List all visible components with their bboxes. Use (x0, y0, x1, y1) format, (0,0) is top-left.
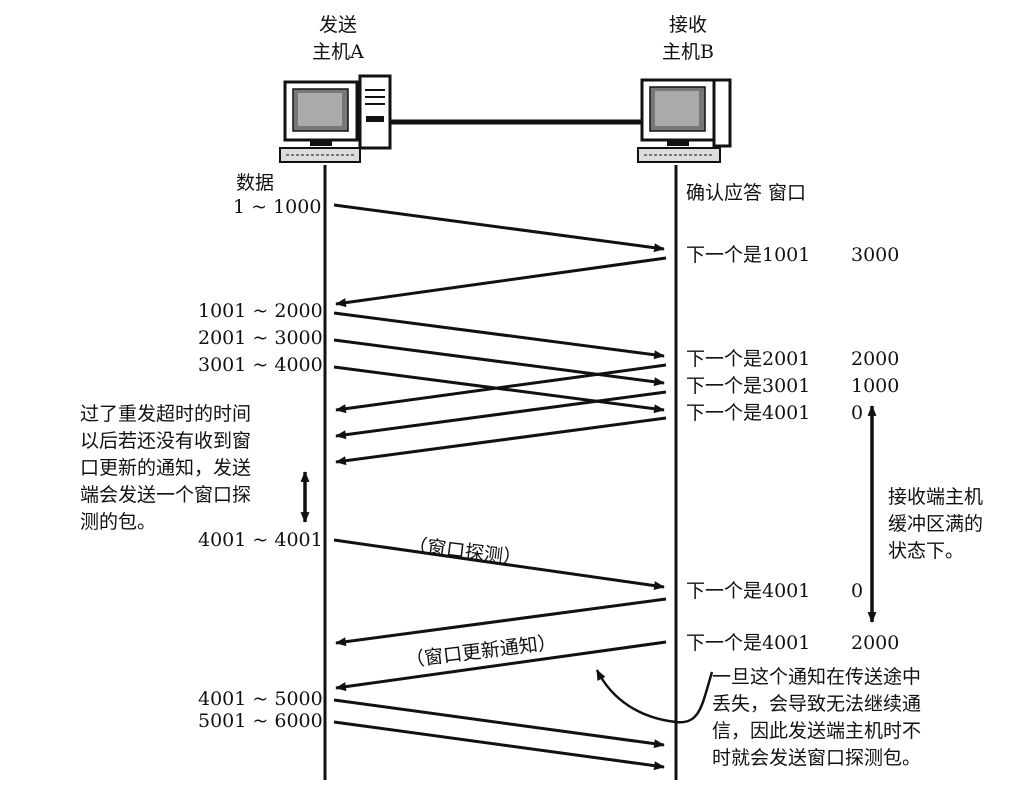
segment-arrow-1-1000 (333, 203, 665, 253)
lost-note-line: 信，因此发送端主机时不 (712, 720, 922, 742)
timeout-note-line: 端会发送一个窗口探 (80, 484, 252, 506)
ack-next-5: 下一个是4001 (686, 580, 811, 602)
buffer-full-note-line: 接收端主机 (888, 486, 984, 508)
lost-note-line: 时就会发送窗口探测包。 (712, 747, 922, 769)
ack-window-header: 确认应答 窗口 (686, 182, 807, 204)
receiver-host-line2: 主机B (662, 41, 714, 63)
sender-host-label: 发送 主机A (278, 12, 398, 66)
ack-arrow-4001 (335, 416, 667, 466)
buffer-full-note-line: 缓冲区满的 (888, 513, 984, 535)
ack-next-2: 下一个是2001 (686, 348, 811, 370)
ack-window-3: 1000 (851, 375, 900, 397)
range-label-3: 2001 ~ 3000 (198, 327, 323, 349)
timeout-note-line: 以后若还没有收到窗 (80, 430, 252, 452)
segment-arrow-1001-2000 (333, 311, 665, 360)
ack-arrow-3001 (335, 390, 667, 440)
ack-arrow-probe-reply (335, 597, 667, 647)
window-probe-arrow (333, 538, 665, 591)
sender-host-line2: 主机A (312, 41, 364, 63)
receiver-host-line1: 接收 (668, 14, 707, 36)
ack-window-4: 0 (851, 402, 864, 424)
ack-next-1: 下一个是1001 (686, 244, 811, 266)
segment-arrow-4001-5000 (333, 698, 665, 749)
ack-next-3: 下一个是3001 (686, 375, 811, 397)
ack-arrow-1001 (335, 256, 667, 308)
ack-window-1: 3000 (851, 244, 900, 266)
lost-note-line: 一旦这个通知在传送途中 (712, 666, 922, 688)
timeout-note-line: 口更新的通知，发送 (80, 457, 252, 479)
buffer-full-note-line: 状态下。 (888, 540, 965, 562)
segment-arrow-2001-3000 (333, 338, 665, 387)
ack-next-6: 下一个是4001 (686, 632, 811, 654)
ack-window-6: 2000 (851, 632, 900, 654)
ack-next-4: 下一个是4001 (686, 402, 811, 424)
segment-arrow-5001-6000 (333, 720, 665, 771)
ack-window-5: 0 (851, 580, 864, 602)
receiver-host-label: 接收 主机B (628, 12, 748, 66)
buffer-full-note: 接收端主机 缓冲区满的 状态下。 (888, 484, 983, 565)
timeout-note-line: 测的包。 (80, 511, 157, 533)
lost-note-curved-arrow (595, 669, 714, 724)
range-label-1: 1 ~ 1000 (233, 196, 322, 218)
sender-computer-icon (279, 74, 392, 163)
window-update-arrow (335, 640, 667, 692)
lost-notification-note: 一旦这个通知在传送途中 丢失，会导致无法继续通 信，因此发送端主机时不 时就会发… (712, 664, 921, 772)
range-label-2: 1001 ~ 2000 (198, 300, 323, 322)
range-label-5: 4001 ~ 4001 (198, 529, 323, 551)
data-header: 数据 (236, 172, 275, 194)
range-label-4: 3001 ~ 4000 (198, 354, 323, 376)
range-label-7: 5001 ~ 6000 (198, 710, 323, 732)
lost-note-line: 丢失，会导致无法继续通 (712, 693, 922, 715)
sender-host-line1: 发送 (318, 14, 357, 36)
ack-window-2: 2000 (851, 348, 900, 370)
timeout-note: 过了重发超时的时间 以后若还没有收到窗 口更新的通知，发送 端会发送一个窗口探 … (80, 401, 251, 536)
timeout-note-line: 过了重发超时的时间 (80, 403, 252, 425)
range-label-6: 4001 ~ 5000 (198, 688, 323, 710)
receiver-computer-icon (637, 78, 732, 163)
ack-arrow-2001 (335, 363, 667, 414)
